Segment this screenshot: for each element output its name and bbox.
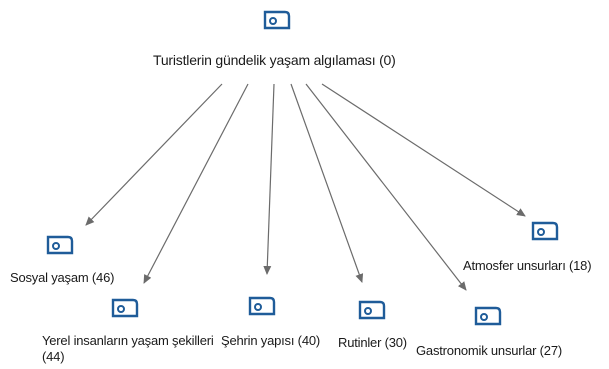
- code-node-icon: [262, 9, 292, 31]
- edge-root-to-sehir: [263, 83, 275, 275]
- code-node-icon: [45, 234, 75, 256]
- code-node-icon: [247, 295, 277, 317]
- edge-root-to-yerel: [143, 83, 249, 284]
- child-label-sosyal: Sosyal yaşam (46): [10, 270, 115, 285]
- code-node-icon: [357, 299, 387, 321]
- child-label-atmosfer: Atmosfer unsurları (18): [463, 258, 592, 273]
- child-label-sehir: Şehrin yapısı (40): [221, 333, 321, 348]
- root-label: Turistlerin gündelik yaşam algılaması (0…: [153, 52, 396, 68]
- child-label-yerel: Yerel insanların yaşam şekilleri (44): [42, 333, 214, 364]
- child-label-rutinler: Rutinler (30): [338, 335, 407, 350]
- child-label-gastro: Gastronomik unsurlar (27): [416, 343, 562, 358]
- edge-root-to-atmosfer: [321, 83, 526, 217]
- edge-root-to-rutinler: [290, 83, 364, 283]
- code-node-icon: [110, 297, 140, 319]
- code-node-icon: [473, 305, 503, 327]
- code-node-icon: [530, 220, 560, 242]
- edge-root-to-sosyal: [85, 83, 223, 226]
- edge-root-to-gastro: [305, 83, 467, 291]
